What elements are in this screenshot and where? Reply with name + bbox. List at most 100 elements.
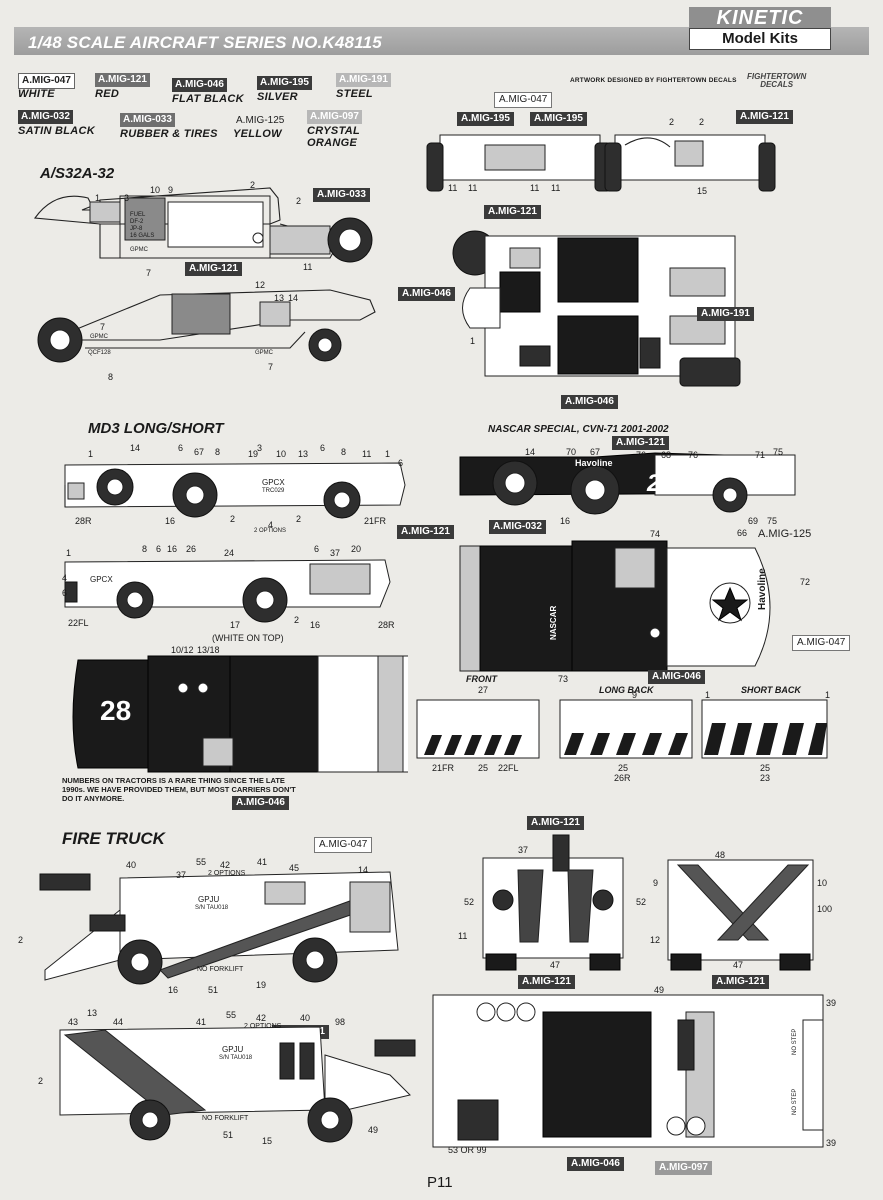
marker-number: 76 xyxy=(688,450,699,460)
no-step-label: NO STEP xyxy=(792,1028,798,1055)
no-step-label: NO STEP xyxy=(792,1088,798,1115)
marker-number: 13 xyxy=(298,449,309,459)
marker-number: 8 xyxy=(341,447,347,457)
marker-number: 6 xyxy=(398,458,404,468)
marker-number: 6 xyxy=(314,544,320,554)
marker-number: 2 xyxy=(38,1076,44,1086)
marker-number: 21FR xyxy=(432,763,455,773)
marker-number: 6 xyxy=(62,588,68,598)
marker-number: 98 xyxy=(335,1017,346,1027)
marker-number: 53 OR 99 xyxy=(448,1145,487,1155)
marker-number: 44 xyxy=(113,1017,124,1027)
marker-number: 27 xyxy=(478,685,489,695)
marker-number: 68 xyxy=(661,450,672,460)
marker-number: 6 xyxy=(320,443,326,453)
fire-truck-side-2 xyxy=(59,1026,416,1143)
marker-number: 16 xyxy=(167,544,178,554)
marker-number: 67 xyxy=(194,447,205,457)
marker-number: 12 xyxy=(255,280,266,290)
marker-number: 24 xyxy=(224,548,235,558)
marker-number: 76 xyxy=(636,450,647,460)
numbers-note: NUMBERS ON TRACTORS IS A RARE THING SINC… xyxy=(62,776,296,803)
paint-callout-046: A.MIG-046 xyxy=(648,670,705,684)
marker-number: 55 xyxy=(226,1010,237,1020)
marker-number: 23 xyxy=(760,773,771,783)
marker-number: 1 xyxy=(825,690,831,700)
long-back-title: LONG BACK xyxy=(599,685,654,695)
marker-number: 1 xyxy=(470,336,476,346)
marker-number: 10 xyxy=(817,878,828,888)
paint-callout-047: A.MIG-047 xyxy=(314,837,373,853)
marker-number: 4 xyxy=(62,573,68,583)
paint-name: WHITE xyxy=(18,88,55,100)
marker-number: 52 xyxy=(464,897,475,907)
marker-number: 25 xyxy=(760,763,771,773)
paint-code: A.MIG-195 xyxy=(257,76,312,90)
marker-number: 1 xyxy=(66,548,72,558)
paint-callout-046: A.MIG-046 xyxy=(232,796,289,810)
marker-number: 2 xyxy=(250,180,256,190)
as32-side-views xyxy=(33,187,376,363)
marker-number: 13/18 xyxy=(197,645,220,655)
stencil-gpju: GPJU xyxy=(198,895,220,904)
marker-number: 2 xyxy=(294,615,300,625)
paint-callout-195: A.MIG-195 xyxy=(530,112,587,126)
paint-name: CRYSTAL ORANGE xyxy=(307,125,361,149)
marker-number: 15 xyxy=(262,1136,273,1146)
marker-number: 66 xyxy=(737,528,748,538)
marker-number: 55 xyxy=(196,857,207,867)
stencil-gpmc: GPMC xyxy=(255,350,273,356)
paint-callout-046: A.MIG-046 xyxy=(567,1157,624,1171)
paint-callout-047: A.MIG-047 xyxy=(494,92,553,108)
marker-number: 14 xyxy=(130,443,141,453)
marker-number: 14 xyxy=(358,865,369,875)
marker-number: 11 xyxy=(468,183,478,193)
marker-number: 21FR xyxy=(364,516,387,526)
paint-name: FLAT BLACK xyxy=(172,93,244,105)
fire-truck-front-back xyxy=(482,834,814,971)
marker-number: 26R xyxy=(614,773,631,783)
paint-name: SATIN BLACK xyxy=(18,125,96,137)
paint-name: STEEL xyxy=(336,88,373,100)
stencil-trc: TRC029 xyxy=(262,488,285,494)
fire-truck-top-view xyxy=(432,994,824,1148)
marker-number: 45 xyxy=(289,863,300,873)
paint-callout-121: A.MIG-121 xyxy=(736,110,793,124)
marker-number: 1 xyxy=(705,690,711,700)
marker-number: 2 xyxy=(699,117,705,127)
marker-number: 74 xyxy=(650,529,661,539)
marker-number: 37 xyxy=(330,548,341,558)
marker-number: 67 xyxy=(590,447,601,457)
short-back-title: SHORT BACK xyxy=(741,685,801,695)
marker-number: 43 xyxy=(68,1017,79,1027)
marker-number: 49 xyxy=(368,1125,379,1135)
marker-number: 9 xyxy=(168,185,174,195)
marker-number: 28R xyxy=(378,620,395,630)
stencil-fuel: FUEL DF-2 JP-8 16 GALS xyxy=(130,212,155,239)
marker-number: 41 xyxy=(196,1017,207,1027)
marker-number: 7 xyxy=(268,362,274,372)
marker-number: 22FL xyxy=(498,763,519,773)
page-number: P11 xyxy=(427,1174,453,1191)
marker-number: 2 xyxy=(669,117,675,127)
paint-code: A.MIG-191 xyxy=(336,73,391,87)
model-kits-label: Model Kits xyxy=(689,28,831,50)
marker-number: 15 xyxy=(697,186,708,196)
paint-code: A.MIG-097 xyxy=(307,110,362,124)
no-forklift-label: NO FORKLIFT xyxy=(197,966,244,973)
race-number: 28 xyxy=(647,470,674,497)
marker-number: 25 xyxy=(618,763,629,773)
artwork-credit: ARTWORK DESIGNED BY FIGHTERTOWN DECALS xyxy=(570,77,737,84)
no-forklift-label: NO FORKLIFT xyxy=(202,1115,249,1122)
marker-number: 3 xyxy=(124,193,130,203)
marker-number: 100 xyxy=(817,904,833,914)
marker-number: 26 xyxy=(186,544,197,554)
marker-number: 70 xyxy=(566,447,577,457)
marker-number: 3 xyxy=(257,443,263,453)
marker-number: 1 xyxy=(95,193,101,203)
as32-top-view xyxy=(452,230,741,387)
paint-name: SILVER xyxy=(257,91,298,103)
marker-number: 16 xyxy=(310,620,321,630)
marker-number: 2 xyxy=(230,514,236,524)
paint-callout-121: A.MIG-121 xyxy=(185,262,242,276)
